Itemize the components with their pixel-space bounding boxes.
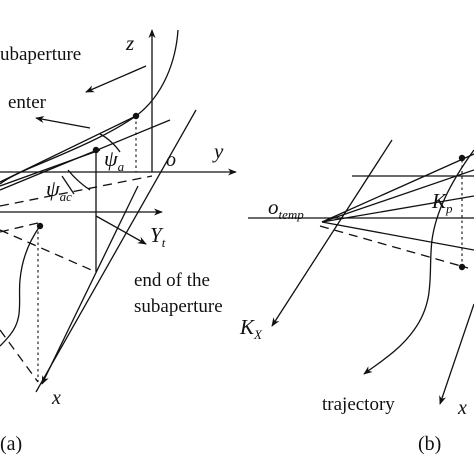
o-label: o [166,149,176,171]
kp-subscript: p [445,201,453,216]
psi-ac-arc-2 [61,175,75,195]
center-pointer [35,115,91,129]
kp-label: Kp [431,189,453,216]
psi-a-arc [99,133,121,153]
kx-label: KX [239,315,263,342]
point-center [92,146,100,154]
panel-a-label: (a) [0,433,22,455]
y-label: y [212,139,224,163]
otemp-subscript: temp [279,207,305,222]
b-ray-3 [321,195,474,223]
center-label: enter [8,92,47,113]
kx-subscript: X [253,327,263,342]
dashed-projection-3 [0,229,97,273]
b-ray-2 [321,169,474,223]
yt-label: Yt [150,223,166,250]
x-axis-line [35,109,197,393]
end-pointer [95,215,147,245]
trajectory-curve-b [363,149,474,375]
x-label-a: x [51,387,61,409]
psi-ac-symbol: ψ [46,176,60,201]
kx-symbol: K [239,315,255,339]
trajectory-curve-a-lower [0,225,41,347]
dashed-projection-1 [0,175,153,207]
b-x-axis [439,303,474,405]
b-ray-4 [321,221,474,251]
subaperture-pointer [85,65,147,93]
b-point-2 [458,263,466,271]
yt-subscript: t [162,235,166,250]
point-end [36,222,44,230]
kp-symbol: K [431,189,447,213]
psi-ac-label: ψac [46,176,72,204]
end-label-line2: subaperture [134,296,223,317]
x-label-b: x [457,397,467,419]
subaperture-label: ubaperture [0,44,81,65]
b-ray-1 [321,153,474,223]
b-dashed-line [319,225,469,269]
panel-b-label: (b) [418,433,441,455]
x-axis-arrow [41,185,139,385]
psi-ac-subscript: ac [60,189,73,204]
ray-lower [0,119,171,191]
trajectory-label: trajectory [322,394,395,415]
ray-upper [0,115,137,183]
kx-axis [271,139,393,327]
end-label-line1: end of the [134,270,210,291]
otemp-symbol: o [268,195,279,219]
dashed-projection-2 [0,221,43,233]
z-label: z [125,31,134,55]
dashed-projection-4 [0,329,39,383]
point-subaperture-start [132,112,140,120]
yt-symbol: Y [150,223,164,247]
psi-ac-arc [67,169,91,191]
psi-a-label: ψa [104,146,125,174]
panel-b: otemp Kp KX trajectory x (b) [239,139,474,455]
psi-a-symbol: ψ [104,146,118,171]
b-point-1 [458,154,466,162]
panel-a: z y o x ubaperture enter ψa ψac Yt end o… [0,29,237,455]
otemp-label: otemp [268,195,304,222]
psi-a-subscript: a [118,159,125,174]
